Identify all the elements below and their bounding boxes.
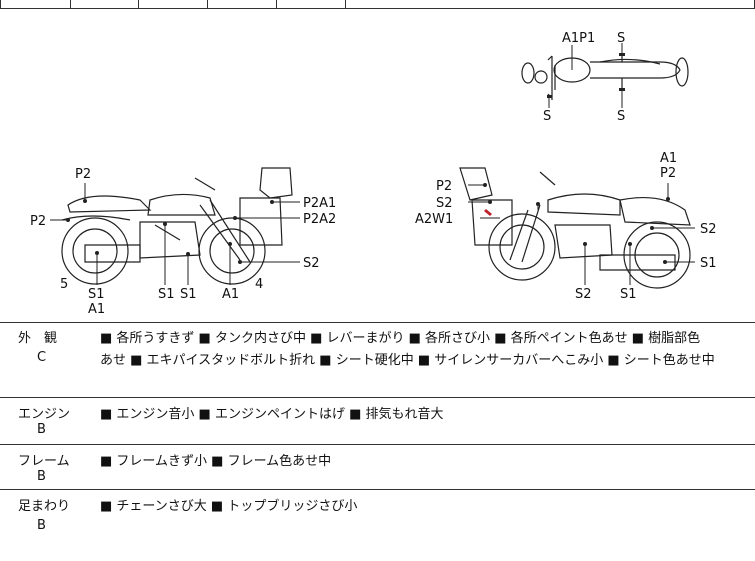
section-engine: エンジン B ■ エンジン音小 ■ エンジンペイントはげ ■ 排気もれ音大 (0, 398, 755, 445)
section-grade: B (37, 518, 46, 533)
label-a2w1: A2W1 (415, 212, 453, 227)
right-view-motorcycle (459, 167, 691, 289)
label-s1-right-a: S1 (700, 256, 717, 271)
label-p2-a: P2 (75, 167, 91, 182)
right-view-labels: A1 P2 P2 S2 A2W1 S2 S1 S2 S1 (415, 151, 717, 302)
label-s2-right-a: S2 (436, 196, 453, 211)
motorcycle-diagram-svg: A1P1 S S S P2 P2 5 S1 A1 S1 S1 A1 4 P2A1… (30, 31, 717, 317)
label-a1p1: A1P1 (562, 31, 595, 46)
note-line: ■ フレームきず小 ■ フレーム色あせ中 (100, 454, 332, 469)
section-name: エンジン (18, 407, 71, 422)
label-a1-a: A1 (88, 302, 105, 317)
note-line: ■ エンジン音小 ■ エンジンペイントはげ ■ 排気もれ音大 (100, 407, 444, 422)
top-view-motorcycle (521, 55, 689, 100)
section-frame: フレーム B ■ フレームきず小 ■ フレーム色あせ中 (0, 445, 755, 490)
label-s-left: S (543, 109, 551, 124)
section-grade: B (37, 469, 46, 484)
section-grade: C (37, 350, 47, 365)
label-p2a2: P2A2 (303, 212, 336, 227)
label-p2-right: P2 (660, 166, 676, 181)
label-s-right: S (617, 109, 625, 124)
note-line: ■ 各所うすきず ■ タンク内さび中 ■ レバーまがり ■ 各所さび小 ■ 各所… (100, 331, 701, 346)
label-s-top: S (617, 31, 625, 46)
label-s1-a: S1 (88, 287, 105, 302)
top-view-labels: A1P1 S S S (543, 31, 625, 124)
label-a1-right: A1 (660, 151, 677, 166)
label-s1-b: S1 (158, 287, 175, 302)
label-p2a1: P2A1 (303, 196, 336, 211)
section-name: 外 観 (18, 331, 58, 346)
label-p2-b: P2 (30, 214, 46, 229)
section-notes: ■ チェーンさび大 ■ トップブリッジさび小 (100, 496, 750, 518)
label-s2-right-c: S2 (575, 287, 592, 302)
label-s1-right-b: S1 (620, 287, 637, 302)
section-notes: ■ 各所うすきず ■ タンク内さび中 ■ レバーまがり ■ 各所さび小 ■ 各所… (100, 328, 750, 372)
label-s2-left: S2 (303, 256, 320, 271)
left-view-labels: P2 P2 5 S1 A1 S1 S1 A1 4 P2A1 P2A2 S2 (30, 167, 336, 317)
section-name: 足まわり (18, 499, 71, 514)
damage-mark-red (484, 209, 492, 216)
note-line: ■ チェーンさび大 ■ トップブリッジさび小 (100, 499, 358, 514)
label-s1-c: S1 (180, 287, 197, 302)
left-view-motorcycle (61, 167, 293, 285)
label-a1-b: A1 (222, 287, 239, 302)
section-suspension: 足まわり B ■ チェーンさび大 ■ トップブリッジさび小 (0, 490, 755, 561)
section-notes: ■ エンジン音小 ■ エンジンペイントはげ ■ 排気もれ音大 (100, 404, 750, 426)
section-notes: ■ フレームきず小 ■ フレーム色あせ中 (100, 451, 750, 473)
label-s2-right-b: S2 (700, 222, 717, 237)
label-5: 5 (60, 277, 68, 292)
note-line: あせ ■ エキパイスタッドボルト折れ ■ シート硬化中 ■ サイレンサーカバーへ… (100, 353, 715, 368)
label-p2-right-b: P2 (436, 179, 452, 194)
section-name: フレーム (18, 454, 70, 469)
label-4: 4 (255, 277, 263, 292)
section-exterior: 外 観 C ■ 各所うすきず ■ タンク内さび中 ■ レバーまがり ■ 各所さび… (0, 322, 755, 398)
section-grade: B (37, 422, 46, 437)
damage-diagram: A1P1 S S S P2 P2 5 S1 A1 S1 S1 A1 4 P2A1… (0, 8, 755, 323)
